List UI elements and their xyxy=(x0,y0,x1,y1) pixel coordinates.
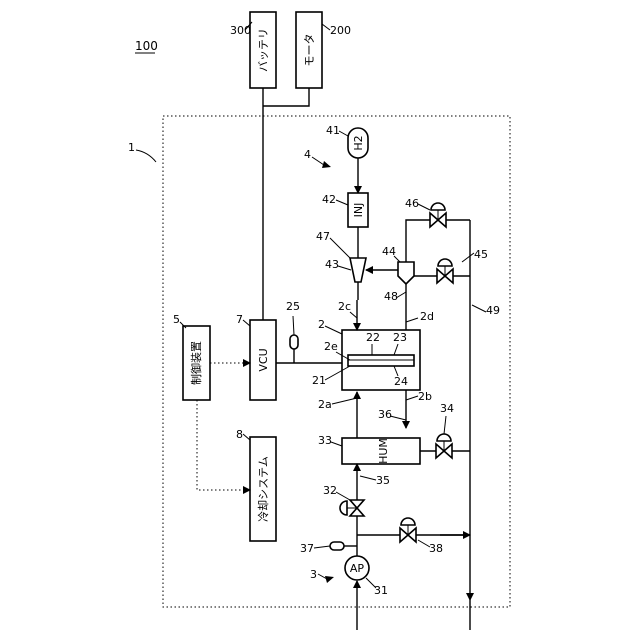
fuel-cell-system-boundary xyxy=(163,116,510,607)
exhaust-line-number: 49 xyxy=(486,304,500,317)
air-pump-number: 31 xyxy=(374,584,388,597)
motor-number: 200 xyxy=(330,24,351,37)
air-pump-label: AP xyxy=(350,562,365,575)
ref-22: 22 xyxy=(366,331,380,344)
ref-35: 35 xyxy=(376,474,390,487)
ref-48: 48 xyxy=(384,290,398,303)
ref-2c: 2c xyxy=(338,300,351,313)
vcu-number: 7 xyxy=(236,313,243,326)
fuel-cell-system-number: 1 xyxy=(128,141,135,154)
separator-44 xyxy=(398,262,414,284)
cooling-system-number: 8 xyxy=(236,428,243,441)
hydrogen-supply-number: 4 xyxy=(304,148,311,161)
valve-32-number: 32 xyxy=(323,484,337,497)
ref-23: 23 xyxy=(393,331,407,344)
ref-21: 21 xyxy=(312,374,326,387)
sensor-37-number: 37 xyxy=(300,542,314,555)
humidifier-number: 33 xyxy=(318,434,332,447)
injector-number: 42 xyxy=(322,193,336,206)
controller-label: 制御装置 xyxy=(189,341,203,385)
sensor-25 xyxy=(290,335,298,349)
cooling-system-label: 冷却システム xyxy=(257,456,270,522)
stack-number: 2 xyxy=(318,318,325,331)
valve-34-number: 34 xyxy=(440,402,454,415)
ref-2e: 2e xyxy=(324,340,338,353)
motor-label: モータ xyxy=(303,34,316,67)
sensor-25-number: 25 xyxy=(286,300,300,313)
system-number: 100 xyxy=(135,39,158,53)
valve-45-number: 45 xyxy=(474,248,488,261)
sensor-37 xyxy=(330,542,344,550)
hydrogen-tank-label: H2 xyxy=(352,135,365,150)
ref-36: 36 xyxy=(378,408,392,421)
injector-label: INJ xyxy=(352,203,365,218)
ref-24: 24 xyxy=(394,375,408,388)
battery-label: バッテリ xyxy=(257,28,270,72)
vcu-label: VCU xyxy=(257,348,270,371)
valve-38-number: 38 xyxy=(429,542,443,555)
ref-2d: 2d xyxy=(420,310,434,323)
controller-number: 5 xyxy=(173,313,180,326)
air-supply-number: 3 xyxy=(310,568,317,581)
ref-2b: 2b xyxy=(418,390,432,403)
ejector-number: 43 xyxy=(325,258,339,271)
ejector-43 xyxy=(350,258,366,282)
valve-46-number: 46 xyxy=(405,197,419,210)
ref-47: 47 xyxy=(316,230,330,243)
separator-number: 44 xyxy=(382,245,396,258)
tank-number: 41 xyxy=(326,124,340,137)
battery-number: 300 xyxy=(230,24,251,37)
humidifier-label: HUM xyxy=(377,438,390,464)
ref-2a: 2a xyxy=(318,398,332,411)
